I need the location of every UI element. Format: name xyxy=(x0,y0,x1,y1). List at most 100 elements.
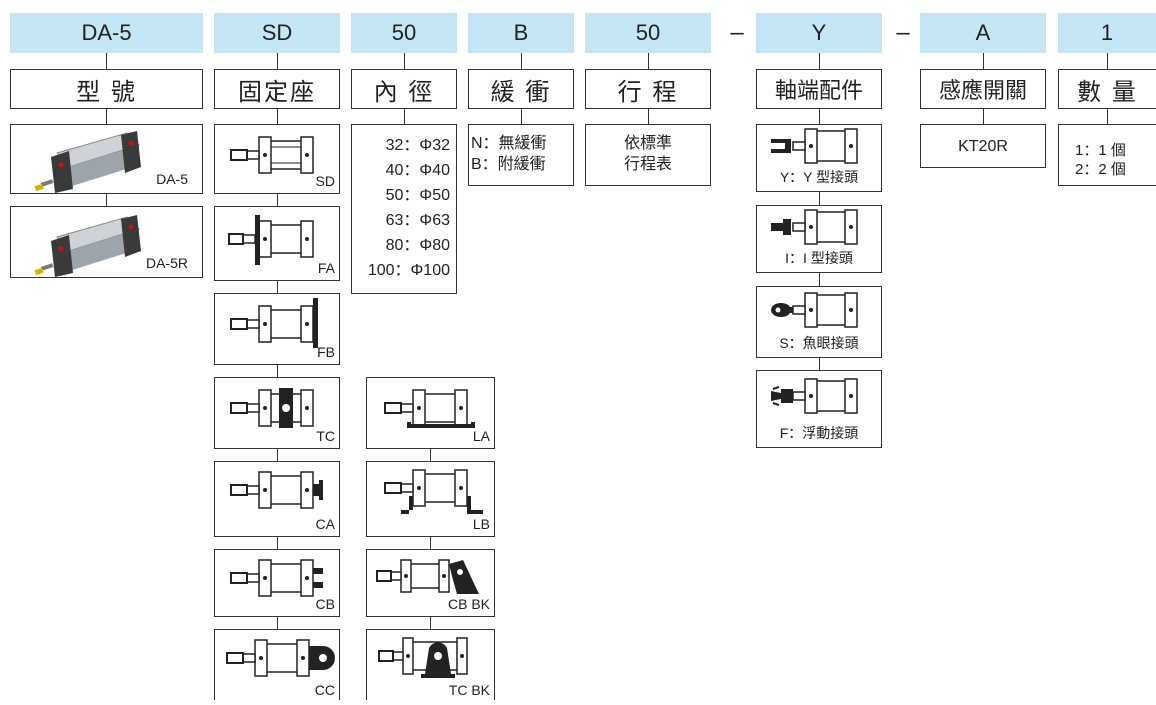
label-sensor: 感應開關 xyxy=(920,69,1046,109)
mount-caption: CA xyxy=(315,516,335,532)
connector-line xyxy=(277,281,278,293)
quantity-option: 1：1 個 xyxy=(1075,142,1126,159)
connector-line xyxy=(648,109,649,124)
code-cushion: B xyxy=(468,13,574,53)
bore-options: 32：Φ32 40：Φ40 50：Φ50 63：Φ63 80：Φ80 100：Φ… xyxy=(351,124,457,294)
mount-caption: FB xyxy=(317,344,335,360)
rod-end-caption: S：魚眼接頭 xyxy=(779,335,859,351)
connector-line xyxy=(983,53,984,69)
cylinder-la-icon xyxy=(384,389,475,428)
cylinder-photo-icon xyxy=(34,215,141,277)
label-quantity: 數 量 xyxy=(1058,69,1156,109)
mount-caption: LA xyxy=(472,428,490,444)
connector-line xyxy=(983,109,984,124)
mount-caption: CB xyxy=(315,596,335,612)
label-cushion: 緩 衝 xyxy=(468,69,574,109)
code-stroke: 50 xyxy=(585,13,711,53)
code-bore: 50 xyxy=(351,13,457,53)
mount-option-ca: CA xyxy=(214,461,340,537)
label-model: 型 號 xyxy=(10,69,203,109)
connector-line xyxy=(819,109,820,124)
mount-option-fa: FA xyxy=(214,206,340,281)
cylinder-fa-icon xyxy=(228,215,314,265)
mount-option-tc: TC xyxy=(214,377,340,449)
mount-option-fb: FB xyxy=(214,293,340,365)
mount-option-tc-bk: TC BK xyxy=(366,629,495,700)
code-rod-end: Y xyxy=(756,13,882,53)
connector-line xyxy=(277,53,278,69)
cylinder-fb-icon xyxy=(230,298,318,348)
mount-caption: TC BK xyxy=(448,682,490,698)
connector-line xyxy=(277,449,278,461)
connector-line xyxy=(819,273,820,286)
rod-end-option-i: I：I 型接頭 xyxy=(756,205,882,273)
code-quantity: 1 xyxy=(1058,13,1156,53)
label-mount: 固定座 xyxy=(214,69,340,109)
code-model: DA-5 xyxy=(10,13,203,53)
rod-eye-icon xyxy=(771,292,858,328)
connector-line xyxy=(430,617,431,629)
model-caption: DA-5R xyxy=(145,255,188,271)
rod-end-caption: F：浮動接頭 xyxy=(779,425,859,441)
label-stroke: 行 程 xyxy=(585,69,711,109)
cylinder-ca-icon xyxy=(230,471,323,509)
cylinder-cb-bk-icon xyxy=(376,559,479,594)
model-option-da5: DA-5 xyxy=(10,124,203,194)
connector-line xyxy=(404,53,405,69)
floating-joint-icon xyxy=(771,378,858,414)
cylinder-tc-icon xyxy=(230,388,314,428)
rod-end-option-s: S：魚眼接頭 xyxy=(756,286,882,358)
model-caption: DA-5 xyxy=(156,171,188,187)
label-rod-end: 軸端配件 xyxy=(756,69,882,109)
mount-caption: FA xyxy=(317,260,335,276)
bore-option: 50：Φ50 xyxy=(385,187,450,204)
bore-option: 32：Φ32 xyxy=(385,137,450,154)
connector-line xyxy=(819,53,820,69)
label-bore: 內 徑 xyxy=(351,69,457,109)
bore-option: 80：Φ80 xyxy=(385,237,450,254)
mount-option-cb-bk: CB BK xyxy=(366,549,495,617)
cylinder-cb-icon xyxy=(230,559,323,597)
i-joint-icon xyxy=(771,209,858,245)
mount-option-sd: SD xyxy=(214,124,340,194)
connector-line xyxy=(648,53,649,69)
connector-line xyxy=(277,365,278,377)
connector-line xyxy=(277,109,278,124)
separator-dash: – xyxy=(896,19,910,46)
model-option-da5r: DA-5R xyxy=(10,206,203,278)
mount-caption: TC xyxy=(316,428,335,444)
connector-line xyxy=(819,192,820,205)
connector-line xyxy=(1107,53,1108,69)
connector-line xyxy=(106,109,107,124)
connector-line xyxy=(106,53,107,69)
quantity-option: 2：2 個 xyxy=(1075,161,1126,178)
bore-option: 63：Φ63 xyxy=(385,212,450,229)
mount-option-la: LA xyxy=(366,377,495,449)
mount-caption: CC xyxy=(314,682,335,698)
mount-option-cc: CC xyxy=(214,629,340,700)
stroke-text: 行程表 xyxy=(623,156,672,173)
rod-end-option-f: F：浮動接頭 xyxy=(756,370,882,448)
connector-line xyxy=(521,109,522,124)
stroke-text: 依標準 xyxy=(623,135,672,152)
connector-line xyxy=(430,537,431,549)
cylinder-tc-bk-icon xyxy=(378,637,468,678)
mount-option-lb: LB xyxy=(366,461,495,537)
connector-line xyxy=(404,109,405,124)
rod-end-option-y: Y：Y 型接頭 xyxy=(756,124,882,192)
sensor-text: KT20R xyxy=(958,137,1008,155)
cushion-option: N：無緩衝 xyxy=(471,135,547,152)
code-mount: SD xyxy=(214,13,340,53)
connector-line xyxy=(277,537,278,549)
connector-line xyxy=(277,617,278,629)
mount-caption: CB BK xyxy=(447,596,490,612)
connector-line xyxy=(106,194,107,206)
cylinder-sd-icon xyxy=(230,136,314,174)
separator-dash: – xyxy=(730,19,744,46)
sensor-options: KT20R xyxy=(920,124,1046,168)
connector-line xyxy=(277,194,278,206)
cushion-option: B：附緩衝 xyxy=(471,156,546,173)
cylinder-cc-icon xyxy=(226,639,335,677)
y-joint-icon xyxy=(771,128,858,164)
connector-line xyxy=(430,449,431,461)
